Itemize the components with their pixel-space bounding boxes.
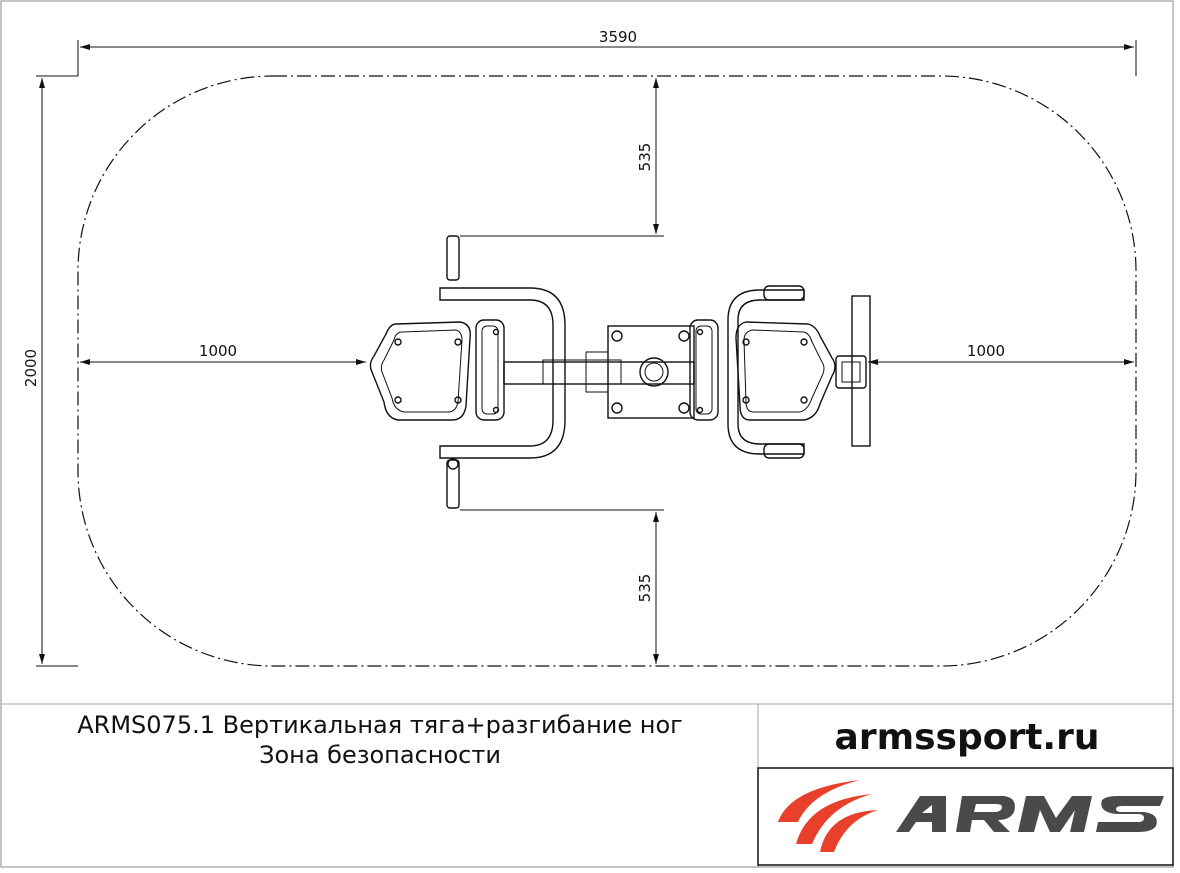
left-seat-inner bbox=[380, 329, 463, 413]
dimension-left-clearance: 1000 bbox=[80, 342, 366, 365]
dim-bottom-label: 535 bbox=[636, 574, 654, 603]
left-lower-grip bbox=[446, 459, 460, 509]
arms-logo-wordmark bbox=[896, 796, 1164, 832]
dim-left-label: 1000 bbox=[199, 342, 237, 360]
arms-logo-swoosh bbox=[778, 780, 878, 852]
right-handle-frame bbox=[727, 289, 805, 455]
left-back-pad bbox=[475, 319, 505, 421]
arms-logo bbox=[778, 780, 1164, 852]
left-seat-pad bbox=[369, 321, 471, 421]
pivot-hub bbox=[639, 357, 669, 387]
leg-mechanism bbox=[835, 355, 867, 389]
dim-top-label: 535 bbox=[636, 143, 654, 172]
right-upper-grip bbox=[763, 285, 805, 301]
dim-width-label: 2000 bbox=[22, 349, 40, 387]
drawing-title: ARMS075.1 Вертикальная тяга+разгибание н… bbox=[77, 711, 683, 739]
dimension-bottom-clearance: 535 bbox=[460, 509, 664, 664]
dimension-top-clearance: 535 bbox=[460, 78, 664, 237]
leg-roller bbox=[851, 295, 871, 447]
dimension-total-width: 2000 bbox=[22, 75, 78, 667]
dimension-right-clearance: 1000 bbox=[868, 342, 1134, 365]
website-label: armssport.ru bbox=[834, 717, 1100, 758]
drawing-subtitle: Зона безопасности bbox=[259, 741, 501, 769]
dim-length-label: 3590 bbox=[599, 28, 637, 46]
logo-box bbox=[757, 767, 1174, 866]
title-block: ARMS075.1 Вертикальная тяга+разгибание н… bbox=[0, 710, 760, 770]
left-upper-grip bbox=[446, 235, 460, 281]
dim-right-label: 1000 bbox=[967, 342, 1005, 360]
right-seat-inner bbox=[743, 329, 825, 413]
base-plate bbox=[607, 325, 695, 419]
safety-zone-outline bbox=[77, 75, 1137, 667]
right-seat-pad bbox=[735, 321, 836, 421]
left-handle-frame bbox=[439, 287, 566, 459]
right-lower-grip bbox=[763, 443, 805, 459]
right-back-pad bbox=[689, 319, 719, 421]
dimension-total-length: 3590 bbox=[77, 28, 1137, 76]
equipment-top-view bbox=[369, 235, 871, 509]
